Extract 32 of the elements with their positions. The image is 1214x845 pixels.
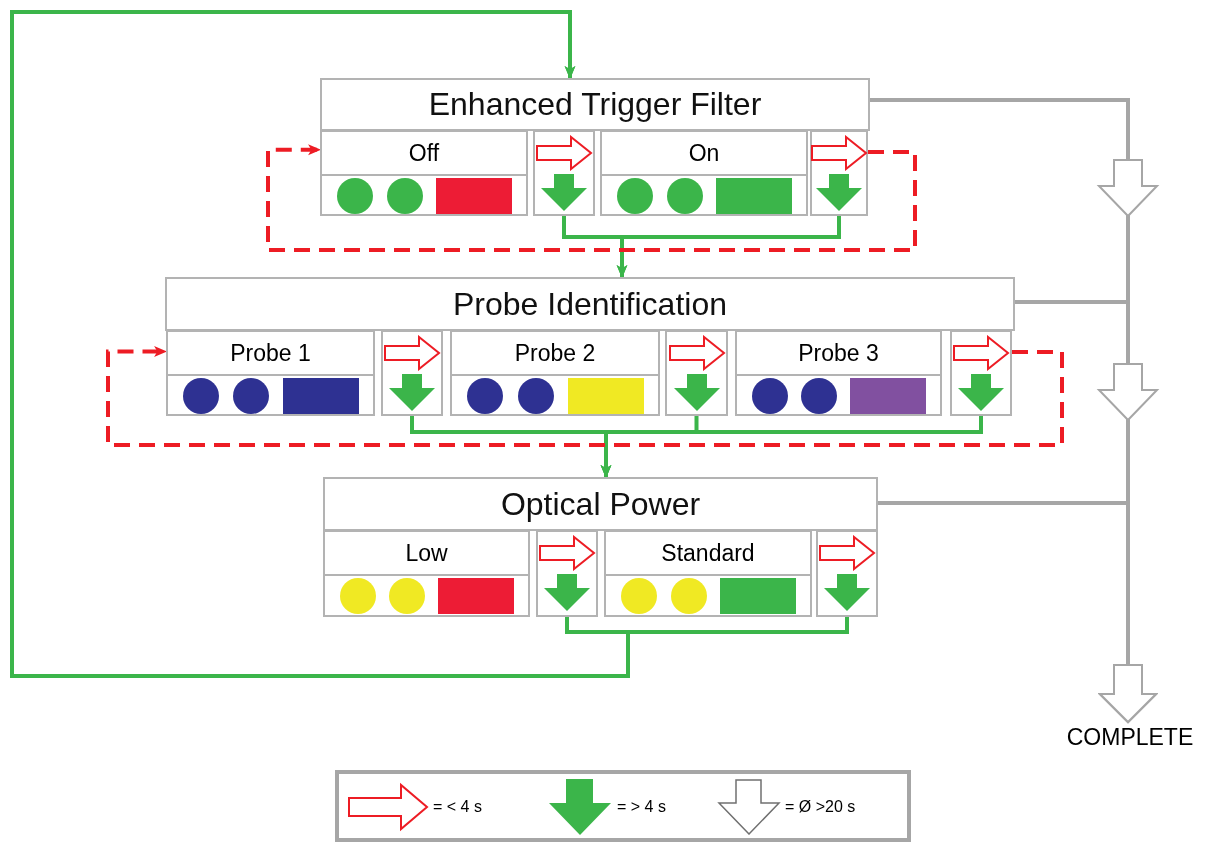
arrow-cell — [665, 330, 728, 416]
arrow-cell — [381, 330, 443, 416]
section-header-box: Optical Power — [323, 477, 878, 531]
arrow-cell — [816, 530, 878, 617]
dashed-loop-arrow — [266, 144, 917, 252]
option-label: On — [602, 132, 806, 176]
arrow-cell — [533, 130, 595, 216]
option-label: Standard — [606, 532, 810, 576]
legend-text: = Ø >20 s — [785, 798, 856, 816]
option-box — [320, 130, 528, 216]
section-header-box: Enhanced Trigger Filter — [320, 78, 870, 131]
section-header-box: Probe Identification — [165, 277, 1015, 331]
legend-text: = < 4 s — [433, 798, 482, 816]
arrow — [616, 216, 841, 279]
arrow — [10, 10, 849, 678]
option-box — [735, 330, 942, 416]
option-label: Low — [325, 532, 528, 576]
arrow-cell — [536, 530, 598, 617]
option-label: Probe 3 — [737, 332, 940, 376]
option-box — [166, 330, 375, 416]
option-box — [323, 530, 530, 617]
option-label: Off — [322, 132, 526, 176]
option-box — [600, 130, 808, 216]
option-label: Probe 1 — [168, 332, 373, 376]
end-label: COMPLETE — [1050, 722, 1210, 752]
option-label: Probe 2 — [452, 332, 658, 376]
dashed-loop-arrow — [106, 346, 1064, 447]
arrow-cell — [810, 130, 868, 216]
option-box — [604, 530, 812, 617]
option-box — [450, 330, 660, 416]
legend-text: = > 4 s — [617, 798, 666, 816]
arrow-cell — [950, 330, 1012, 416]
